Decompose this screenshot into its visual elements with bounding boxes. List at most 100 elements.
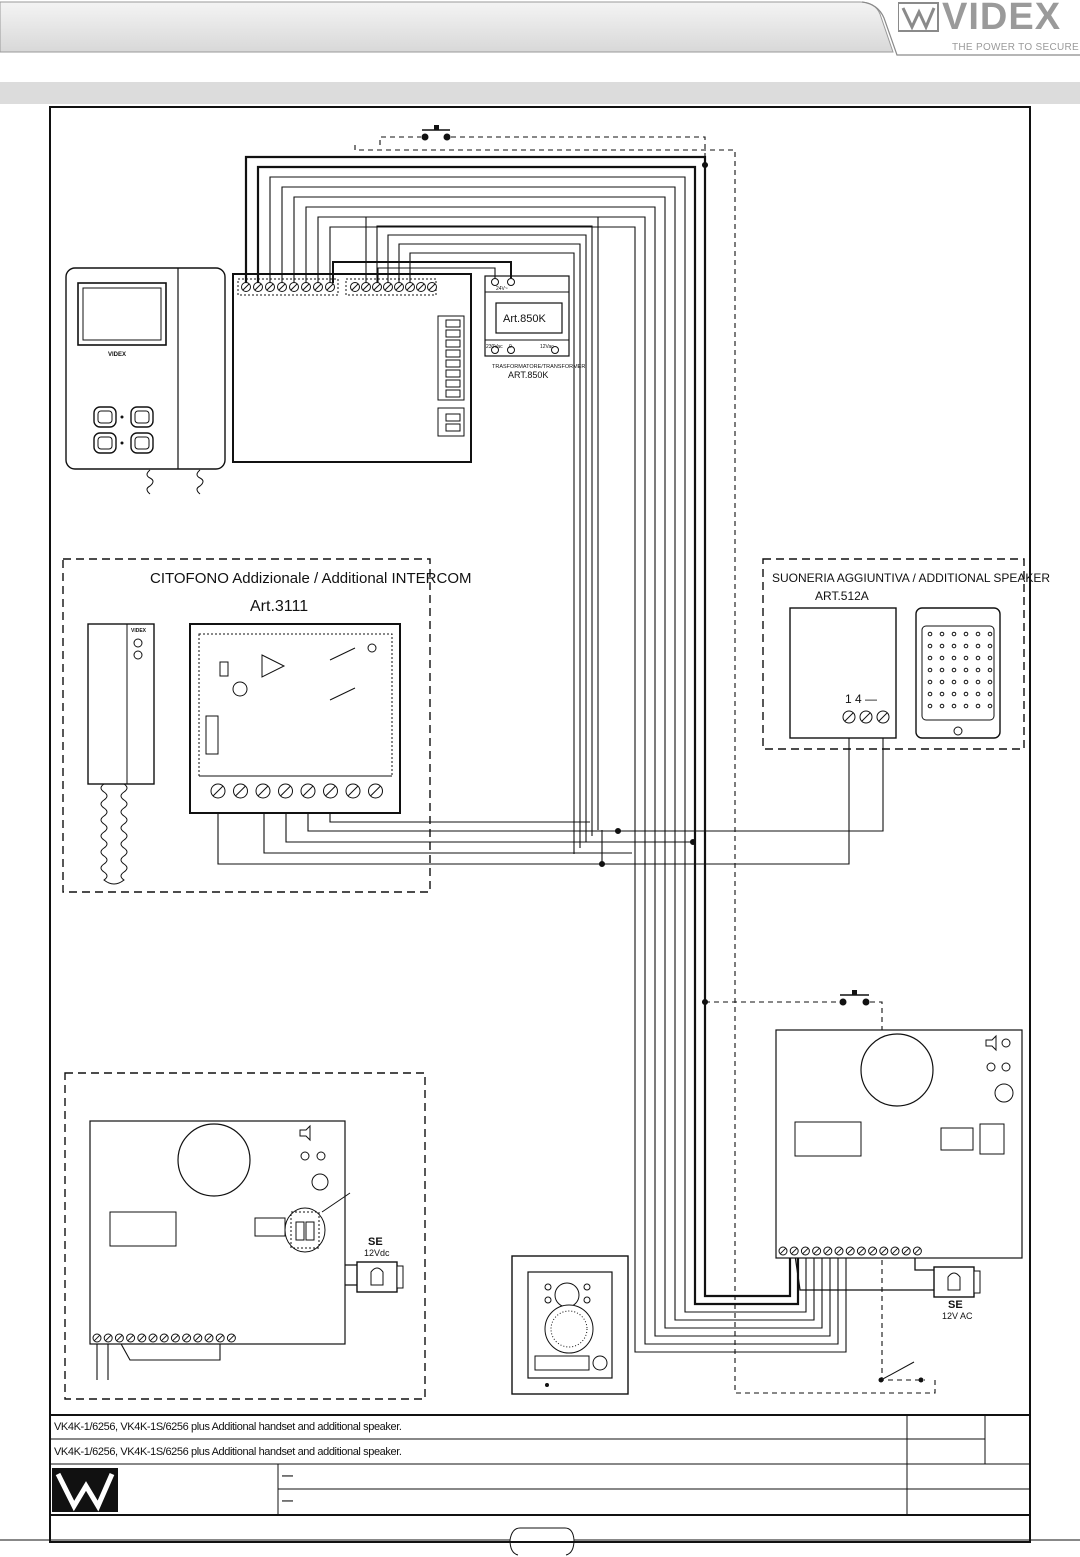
transformer-230: 230Vac [486, 344, 503, 350]
terminal-slot [325, 785, 336, 797]
terminal-slot [395, 283, 403, 291]
terminal-slot [290, 283, 298, 291]
grille-hole [927, 631, 933, 637]
terminal-slot [802, 1247, 809, 1255]
grille-hole [951, 691, 957, 697]
terminal-slot [254, 283, 262, 291]
wire [794, 1254, 934, 1291]
terminal-slot [858, 1247, 865, 1255]
wire [379, 136, 421, 145]
terminal-slot [266, 283, 274, 291]
wire [281, 186, 815, 1321]
terminal-slot [384, 283, 392, 291]
terminal-slot [314, 283, 322, 291]
grille-hole [927, 643, 933, 649]
speaker-terminal-screws [842, 710, 890, 724]
terminal-slot [406, 283, 414, 291]
terminal-slot [813, 1247, 820, 1255]
terminal-slot [417, 283, 425, 291]
terminal-slot [891, 1247, 899, 1255]
speaker-art: ART.512A [815, 589, 869, 603]
terminal-slot [903, 1247, 910, 1255]
wire [217, 798, 603, 865]
dip-switch [445, 319, 461, 328]
speaker-dashed-box [762, 558, 1025, 750]
terminal-slot [161, 1334, 168, 1342]
terminal-slot [235, 785, 246, 797]
grille-hole [951, 667, 957, 673]
terminal-slot [194, 1334, 201, 1342]
monitor-unit [65, 267, 226, 495]
grille-hole [987, 679, 993, 685]
terminal-slot [278, 283, 286, 291]
grille-hole [987, 655, 993, 661]
intercom-art: Art.3111 [250, 598, 308, 615]
grille-hole [987, 667, 993, 673]
transformer-caption: TRASFORMATORE/TRANSFORMER [492, 364, 585, 370]
grille-hole [939, 667, 945, 673]
header-shape [0, 1, 1080, 56]
grille-hole [975, 703, 981, 709]
grille-hole [963, 703, 969, 709]
terminal-slot [127, 1334, 134, 1342]
intercom-brand: VIDEX [131, 628, 147, 634]
grille-hole [927, 655, 933, 661]
wire [914, 1255, 934, 1271]
vx-logo-block [52, 1468, 118, 1512]
grille-hole [975, 667, 981, 673]
terminal-slot [280, 785, 291, 797]
page-number-tab [0, 1527, 1080, 1541]
terminal-slot [373, 283, 381, 291]
terminal-slot [824, 1247, 831, 1255]
terminal-slot [149, 1334, 157, 1342]
wire-junction [598, 860, 606, 868]
wire-junction [701, 161, 709, 169]
wire [256, 165, 800, 1306]
dip-switch [445, 423, 461, 432]
transformer-art-caption: ART.850K [508, 370, 548, 380]
terminal-slot [138, 1334, 145, 1342]
brand-name: VIDEX [942, 0, 1062, 38]
terminal-slot [228, 1334, 235, 1342]
terminal-slot [212, 785, 224, 797]
intercom-dashed-box [62, 558, 431, 893]
grille-hole [963, 643, 969, 649]
speaker-title: SUONERIA AGGIUNTIVA / ADDITIONAL SPEAKER [772, 571, 1050, 585]
wire [451, 136, 706, 165]
wire-junction [614, 827, 622, 835]
grille-hole [975, 643, 981, 649]
exit-switch-bottom [878, 1361, 924, 1383]
wire-junction [701, 998, 709, 1006]
brand-tagline: THE POWER TO SECURE [952, 42, 1080, 53]
grille-hole [939, 679, 945, 685]
terminal-slot [183, 1334, 190, 1342]
dip-switch [445, 379, 461, 388]
grille-hole [927, 667, 933, 673]
grille-hole [975, 655, 981, 661]
grille-hole [927, 679, 933, 685]
terminal-slot [880, 1247, 887, 1255]
dip-switch [445, 329, 461, 338]
wire [602, 723, 850, 865]
wire [269, 176, 807, 1313]
grille-hole [951, 679, 957, 685]
grille-hole [963, 655, 969, 661]
door-release-button-top [421, 125, 451, 141]
electric-lock-left [356, 1261, 404, 1293]
terminal-slot [351, 283, 359, 291]
intercom-title: CITOFONO Addizionale / Additional INTERC… [150, 570, 472, 587]
terminal-slot [326, 283, 334, 291]
transformer-0: 0 [509, 344, 512, 350]
speaker-grille [915, 607, 1001, 739]
wire [244, 155, 792, 1298]
terminal-slot [847, 1247, 854, 1255]
transformer-12: 12Vac [540, 344, 554, 350]
dip-switch [445, 339, 461, 348]
wire [317, 216, 839, 1345]
dip-switch [445, 389, 461, 398]
grille-hole [927, 703, 933, 709]
dip-switch [445, 359, 461, 368]
terminal-slot [93, 1334, 101, 1342]
grille-hole [987, 691, 993, 697]
